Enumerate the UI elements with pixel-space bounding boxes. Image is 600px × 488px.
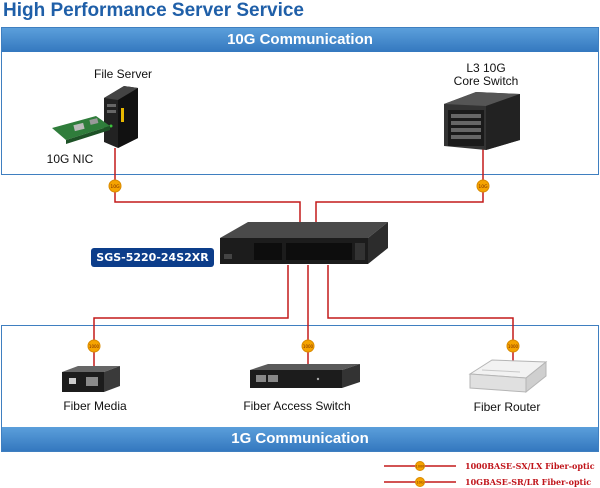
- legend: 1000 10G: [384, 461, 456, 487]
- core-switch-label-line2: Core Switch: [453, 74, 519, 88]
- badge-1000-text: 1000: [89, 344, 100, 349]
- link-switch-fiber-router: [327, 265, 514, 362]
- badge-1000-text: 1000: [303, 344, 314, 349]
- link-switch-fiber-media: [93, 265, 289, 368]
- legend-text-1000: 1000BASE-SX/LX Fiber-optic: [465, 461, 595, 471]
- fiber-router-icon: [468, 359, 548, 394]
- nic-label: 10G NIC: [46, 152, 94, 166]
- legend-badge-1000-text: 1000: [416, 465, 425, 469]
- fiber-access-switch-label: Fiber Access Switch: [243, 399, 351, 413]
- fiber-media-label: Fiber Media: [63, 399, 127, 413]
- link-core-switch-switch: [315, 148, 484, 230]
- fiber-router-label: Fiber Router: [473, 400, 541, 414]
- file-server-icon: [104, 86, 138, 148]
- legend-badge-10g: [415, 477, 425, 487]
- badge-1000-fiber-router: 1000: [506, 339, 520, 353]
- badge-1000-text: 1000: [508, 344, 519, 349]
- main-switch-icon: [220, 222, 388, 264]
- legend-badge-1000: [415, 461, 425, 471]
- core-switch-label: L3 10G Core Switch: [446, 62, 526, 88]
- core-switch-icon: [444, 92, 520, 150]
- zone-header-10g: 10G Communication: [2, 28, 598, 52]
- page-title: High Performance Server Service: [3, 0, 304, 21]
- badge-1000-fiber-media: 1000: [87, 339, 101, 353]
- badge-10g-file-server: 10G: [108, 179, 122, 193]
- zone-header-1g: 1G Communication: [2, 427, 598, 451]
- nic-card-icon: [52, 116, 110, 144]
- fiber-media-icon: [62, 366, 120, 392]
- model-badge: SGS-5220-24S2XR: [91, 248, 214, 267]
- fiber-access-switch-icon: [250, 364, 360, 388]
- link-file-server-switch: [114, 148, 301, 230]
- badge-10g-text: 10G: [478, 184, 488, 190]
- badge-1000-fiber-access-switch: 1000: [301, 339, 315, 353]
- file-server-label: File Server: [93, 67, 152, 81]
- core-switch-label-line1: L3 10G: [466, 61, 506, 75]
- badge-10g-core-switch: 10G: [476, 179, 490, 193]
- legend-text-10g: 10GBASE-SR/LR Fiber-optic: [465, 477, 592, 487]
- legend-badge-10g-text: 10G: [416, 481, 424, 485]
- badge-10g-text: 10G: [110, 184, 120, 190]
